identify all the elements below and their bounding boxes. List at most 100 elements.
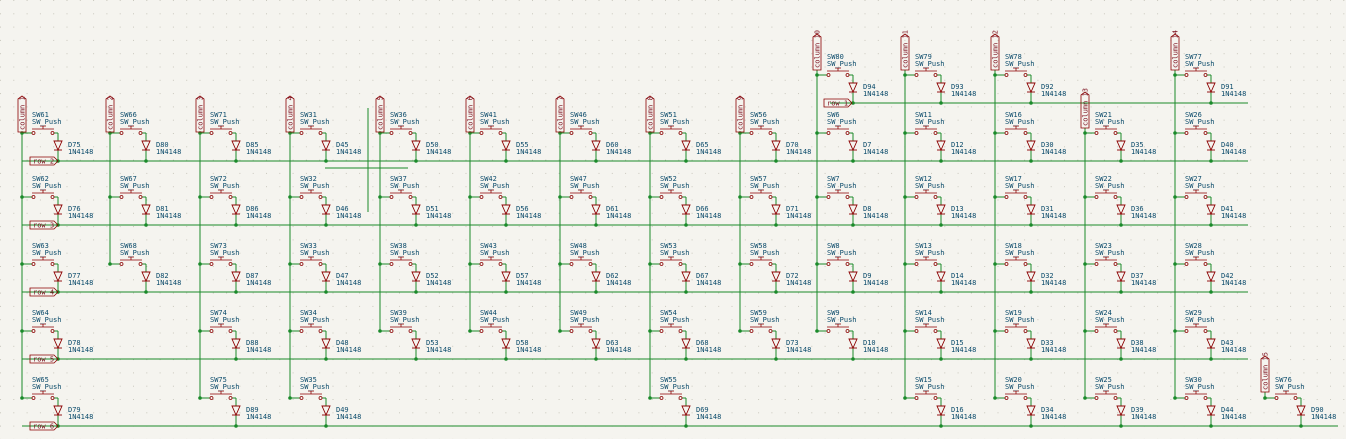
diode-value: 1N4148 bbox=[1221, 90, 1246, 98]
switch-value: SW_Push bbox=[660, 182, 690, 190]
switch-contact bbox=[659, 195, 664, 199]
wire-junction bbox=[648, 195, 652, 199]
diode-reference: D41 bbox=[1221, 205, 1234, 213]
diode-reference: D47 bbox=[336, 272, 349, 280]
switch-contact bbox=[318, 329, 323, 333]
wire-junction bbox=[1119, 424, 1123, 428]
diode-value: 1N4148 bbox=[863, 279, 888, 287]
wire-junction bbox=[288, 329, 292, 333]
diode-reference: D13 bbox=[951, 205, 964, 213]
wire-junction bbox=[108, 195, 112, 199]
wire-junction bbox=[324, 159, 328, 163]
switch-value: SW_Push bbox=[1005, 60, 1035, 68]
switch-contact bbox=[914, 262, 919, 266]
column-label-text: column 5 bbox=[376, 96, 384, 130]
switch-value: SW_Push bbox=[570, 118, 600, 126]
switch-value: SW_Push bbox=[827, 60, 857, 68]
diode-body bbox=[53, 204, 63, 216]
switch-contact bbox=[826, 73, 831, 77]
wire-junction bbox=[20, 195, 24, 199]
diode-reference: D90 bbox=[1311, 406, 1324, 414]
switch-contact bbox=[299, 396, 304, 400]
switch-contact bbox=[768, 195, 773, 199]
diode-body bbox=[591, 204, 601, 216]
diode-value: 1N4148 bbox=[951, 279, 976, 287]
diode-body bbox=[411, 271, 421, 283]
switch-reference: SW52 bbox=[660, 175, 677, 183]
wire-junction bbox=[684, 159, 688, 163]
column-label-14: column 14 bbox=[1170, 30, 1179, 71]
wire-junction bbox=[648, 396, 652, 400]
switch-contact bbox=[933, 195, 938, 199]
switch-contact bbox=[1203, 73, 1208, 77]
switch-value: SW_Push bbox=[32, 316, 62, 324]
diode-body bbox=[1116, 204, 1126, 216]
wire-junction bbox=[234, 290, 238, 294]
switch-contact bbox=[50, 262, 55, 266]
switch-reference: SW17 bbox=[1005, 175, 1022, 183]
diode-reference: D89 bbox=[246, 406, 259, 414]
diode-body bbox=[681, 271, 691, 283]
switch-contact bbox=[933, 73, 938, 77]
diode-value: 1N4148 bbox=[951, 413, 976, 421]
wire-junction bbox=[815, 131, 819, 135]
switch-contact bbox=[50, 396, 55, 400]
switch-value: SW_Push bbox=[660, 249, 690, 257]
switch-contact bbox=[1203, 262, 1208, 266]
switch-value: SW_Push bbox=[1005, 182, 1035, 190]
diode-value: 1N4148 bbox=[156, 148, 181, 156]
wire-junction bbox=[324, 223, 328, 227]
column-label-flag bbox=[1260, 355, 1270, 393]
switch-contact bbox=[1004, 131, 1009, 135]
wire-junction bbox=[903, 329, 907, 333]
switch-reference: SW29 bbox=[1185, 309, 1202, 317]
switch-contact bbox=[318, 195, 323, 199]
wire-junction bbox=[815, 73, 819, 77]
switch-contact bbox=[299, 131, 304, 135]
switch-contact bbox=[826, 262, 831, 266]
diode-value: 1N4148 bbox=[1131, 346, 1156, 354]
switch-reference: SW27 bbox=[1185, 175, 1202, 183]
diode-reference: D44 bbox=[1221, 406, 1234, 414]
switch-contact bbox=[768, 329, 773, 333]
switch-contact bbox=[389, 195, 394, 199]
switch-contact bbox=[50, 329, 55, 333]
switch-contact bbox=[119, 262, 124, 266]
wire-junction bbox=[378, 262, 382, 266]
switch-value: SW_Push bbox=[915, 182, 945, 190]
diode-body bbox=[591, 140, 601, 152]
switch-contact bbox=[749, 329, 754, 333]
diode-reference: D60 bbox=[606, 141, 619, 149]
switch-reference: SW32 bbox=[300, 175, 317, 183]
switch-value: SW_Push bbox=[1185, 118, 1215, 126]
diode-reference: D38 bbox=[1131, 339, 1144, 347]
switch-contact bbox=[1094, 396, 1099, 400]
diode-value: 1N4148 bbox=[786, 279, 811, 287]
wire-junction bbox=[1029, 159, 1033, 163]
switch-value: SW_Push bbox=[300, 383, 330, 391]
switch-contact bbox=[1094, 262, 1099, 266]
wire-junction bbox=[1209, 101, 1213, 105]
wire-junction bbox=[234, 223, 238, 227]
wire-junction bbox=[993, 131, 997, 135]
switch-contact bbox=[119, 195, 124, 199]
wire-junction bbox=[144, 290, 148, 294]
diode-reference: D36 bbox=[1131, 205, 1144, 213]
diode-reference: D81 bbox=[156, 205, 169, 213]
switch-contact bbox=[318, 396, 323, 400]
column-label-flag bbox=[17, 95, 27, 133]
diode-body bbox=[321, 405, 331, 417]
column-label-flag bbox=[555, 95, 565, 133]
switch-contact bbox=[1094, 195, 1099, 199]
diode-reference: D73 bbox=[786, 339, 799, 347]
switch-reference: SW35 bbox=[300, 376, 317, 384]
wire-junction bbox=[198, 396, 202, 400]
